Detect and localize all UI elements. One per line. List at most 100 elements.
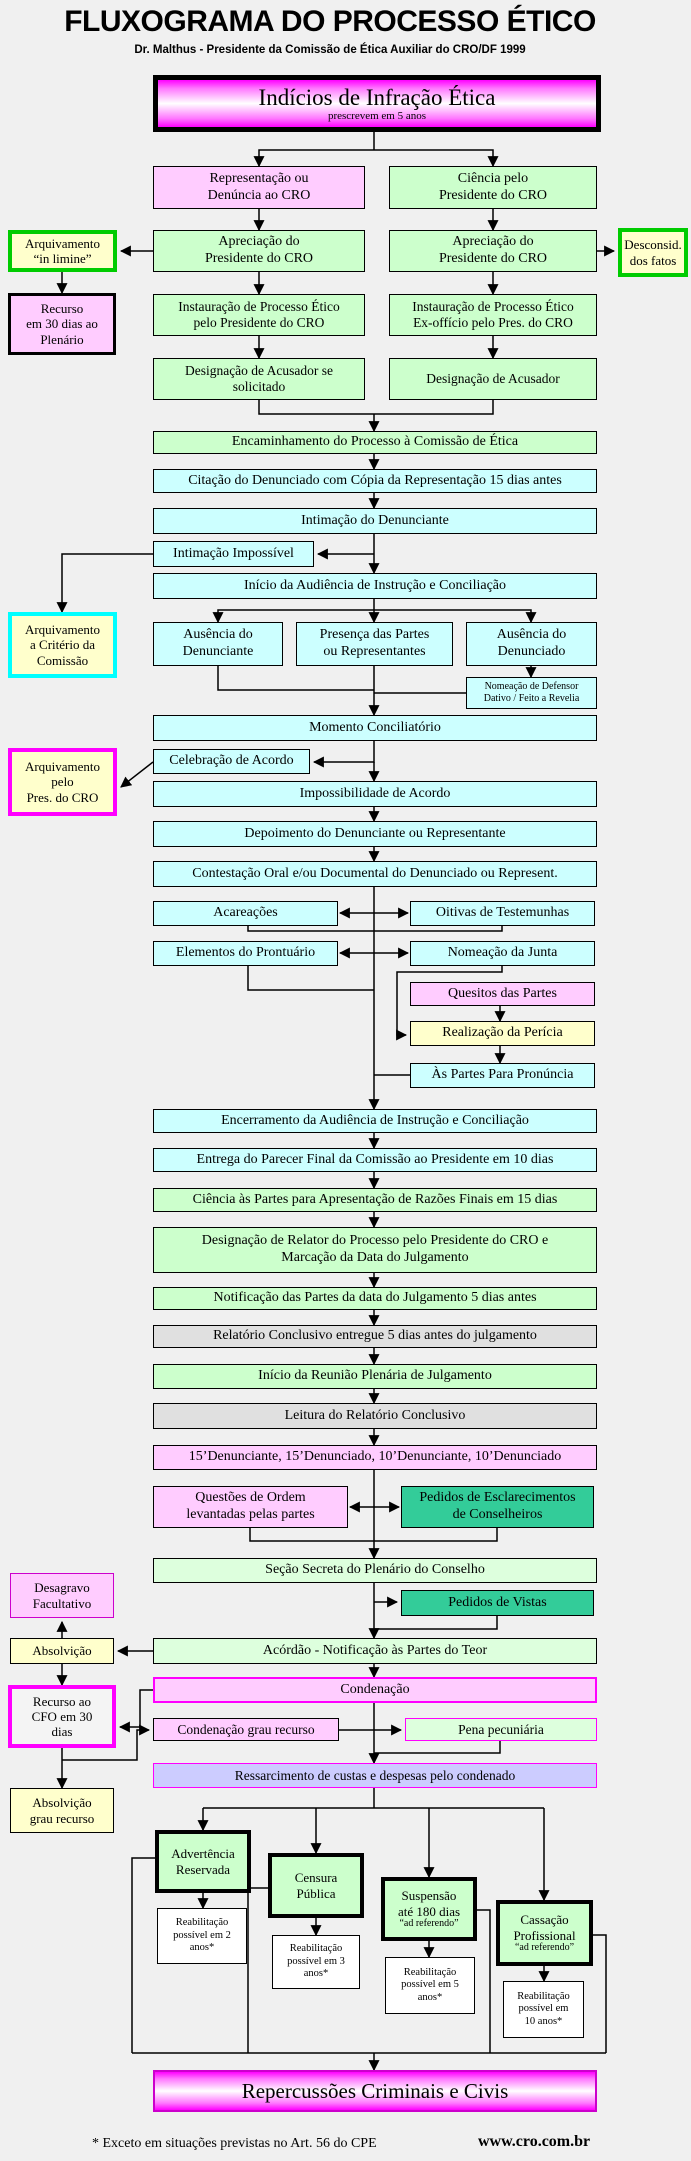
node-label: Celebração de Acordo — [169, 753, 294, 769]
node-label: Relatório Conclusivo entregue 5 dias ant… — [213, 1328, 537, 1344]
node-momento-conciliatorio: Momento Conciliatório — [153, 715, 597, 741]
node-entrega-parecer: Entrega do Parecer Final da Comissão ao … — [153, 1148, 597, 1172]
footnote: * Exceto em situações previstas no Art. … — [92, 2136, 377, 2151]
node-intimacao-denunciante: Intimação do Denunciante — [153, 508, 597, 534]
node-tempos-fala: 15’Denunciante, 15’Denunciado, 10’Denunc… — [153, 1445, 597, 1470]
node-instauracao-esq: Instauração de Processo Ético pelo Presi… — [153, 294, 365, 336]
node-designacao-relator: Designação de Relator do Processo pelo P… — [153, 1227, 597, 1273]
node-label: Instauração de Processo Ético pelo Presi… — [178, 299, 340, 330]
node-sublabel: prescrevem em 5 anos — [327, 110, 427, 123]
node-label: Às Partes Para Pronúncia — [431, 1067, 574, 1083]
node-label: Repercussões Criminais e Civis — [241, 2078, 509, 2103]
node-elementos-prontuario: Elementos do Prontuário — [153, 941, 338, 966]
node-label: Presença das Partes ou Representantes — [319, 627, 430, 659]
node-label: Absolvição — [32, 1643, 92, 1659]
node-label: Nomeação de Defensor Dativo / Feito a Re… — [483, 681, 580, 704]
node-reabilitacao-3: Reabilitação possível em 3 anos* — [272, 1935, 360, 1989]
node-reabilitacao-5: Reabilitação possível em 5 anos* — [385, 1957, 475, 2014]
node-condenacao-grau-recurso: Condenação grau recurso — [153, 1718, 339, 1741]
node-quesitos: Quesitos das Partes — [410, 982, 595, 1006]
node-label: Instauração de Processo Ético Ex-offício… — [412, 299, 574, 330]
node-label: Elementos do Prontuário — [175, 945, 316, 961]
node-label: Reabilitação possível em 10 anos* — [517, 1990, 570, 2027]
node-label: Seção Secreta do Plenário do Conselho — [265, 1562, 485, 1578]
node-arquivamento-criterio: Arquivamento a Critério da Comissão — [8, 612, 117, 678]
page-subtitle: Dr. Malthus - Presidente da Comissão de … — [134, 44, 526, 56]
node-absolvicao-grau-recurso: Absolvição grau recurso — [10, 1788, 114, 1833]
node-apreciacao-dir: Apreciação do Presidente do CRO — [389, 230, 597, 272]
node-censura: Censura Pública — [268, 1853, 364, 1918]
page-title: FLUXOGRAMA DO PROCESSO ÉTICO — [64, 5, 596, 38]
node-label: Desconsid. dos fatos — [624, 237, 682, 268]
node-label: Cassação Profissional — [513, 1912, 576, 1943]
node-as-partes-pronuncia: Às Partes Para Pronúncia — [410, 1063, 595, 1088]
node-label: Impossibilidade de Acordo — [299, 785, 451, 801]
node-label: Representação ou Denúncia ao CRO — [207, 170, 311, 203]
node-label: Recurso em 30 dias ao Plenário — [26, 301, 98, 347]
node-label: Reabilitação possível em 3 anos* — [287, 1943, 345, 1980]
node-label: Recurso ao CFO em 30 dias — [31, 1693, 93, 1740]
node-label: Acórdão - Notificação às Partes do Teor — [262, 1642, 488, 1658]
node-label: Desagravo Facultativo — [32, 1580, 92, 1611]
node-label: Reabilitação possível em 2 anos* — [173, 1917, 231, 1954]
node-label: Encerramento da Audiência de Instrução e… — [221, 1112, 529, 1128]
node-label: Encaminhamento do Processo à Comissão de… — [231, 434, 519, 450]
node-label: Depoimento do Denunciante ou Representan… — [244, 825, 506, 841]
node-label: Ausência do Denunciado — [496, 627, 567, 659]
node-relatorio-conclusivo: Relatório Conclusivo entregue 5 dias ant… — [153, 1325, 597, 1348]
node-label: Condenação — [340, 1681, 410, 1697]
node-nomeacao-defensor: Nomeação de Defensor Dativo / Feito a Re… — [466, 677, 597, 709]
node-encaminhamento: Encaminhamento do Processo à Comissão de… — [153, 431, 597, 454]
node-arquivamento-presidente: Arquivamento pelo Pres. do CRO — [8, 748, 117, 816]
node-sublabel: “ad referendo” — [514, 1942, 575, 1954]
node-label: Início da Audiência de Instrução e Conci… — [243, 577, 506, 593]
node-questoes-ordem: Questões de Ordem levantadas pelas parte… — [153, 1486, 348, 1528]
node-celebracao-acordo: Celebração de Acordo — [153, 749, 310, 774]
node-designacao-acusador: Designação de Acusador — [389, 358, 597, 400]
node-apreciacao-esq: Apreciação do Presidente do CRO — [153, 230, 365, 272]
node-label: Notificação das Partes da data do Julgam… — [213, 1290, 537, 1306]
node-ressarcimento: Ressarcimento de custas e despesas pelo … — [153, 1763, 597, 1788]
node-label: Pena pecuniária — [458, 1721, 544, 1737]
node-label: Momento Conciliatório — [309, 719, 441, 735]
node-label: Realização da Perícia — [442, 1025, 563, 1041]
node-oitivas: Oitivas de Testemunhas — [410, 901, 595, 926]
node-label: Acareações — [213, 905, 278, 921]
node-label: Contestação Oral e/ou Documental do Denu… — [192, 865, 558, 881]
node-encerramento: Encerramento da Audiência de Instrução e… — [153, 1109, 597, 1133]
node-suspensao: Suspensão até 180 dias“ad referendo” — [381, 1877, 477, 1941]
node-designacao-acusador-solicitado: Designação de Acusador se solicitado — [153, 358, 365, 400]
node-label: Oitivas de Testemunhas — [435, 905, 570, 921]
node-reabilitacao-10: Reabilitação possível em 10 anos* — [503, 1981, 584, 2038]
node-ausencia-denunciado: Ausência do Denunciado — [466, 622, 597, 666]
node-label: Intimação do Denunciante — [301, 512, 449, 528]
node-absolvicao: Absolvição — [10, 1638, 114, 1664]
node-pedidos-esclarecimentos: Pedidos de Esclarecimentos de Conselheir… — [401, 1486, 594, 1528]
node-label: Condenação grau recurso — [177, 1721, 315, 1737]
node-label: Intimação Impossível — [173, 545, 294, 561]
node-label: Citação do Denunciado com Cópia da Repre… — [188, 472, 562, 488]
node-presenca-partes: Presença das Partes ou Representantes — [296, 622, 453, 666]
node-recurso-plenario: Recurso em 30 dias ao Plenário — [8, 293, 116, 355]
node-label: Pedidos de Vistas — [448, 1594, 547, 1610]
node-label: Reabilitação possível em 5 anos* — [401, 1966, 459, 2003]
node-label: Apreciação do Presidente do CRO — [204, 234, 314, 266]
node-label: Entrega do Parecer Final da Comissão ao … — [196, 1151, 554, 1167]
node-sublabel: “ad referendo” — [399, 1918, 459, 1930]
node-leitura-relatorio: Leitura do Relatório Conclusivo — [153, 1403, 597, 1429]
node-intimacao-impossivel: Intimação Impossível — [153, 541, 314, 567]
node-label: Quesitos das Partes — [448, 985, 557, 1001]
node-pericia: Realização da Perícia — [410, 1021, 595, 1046]
node-acordao: Acórdão - Notificação às Partes do Teor — [153, 1638, 597, 1664]
node-label: Arquivamento “in limine” — [24, 235, 101, 266]
node-label: Indícios de Infração Ética — [258, 85, 496, 111]
node-representacao: Representação ou Denúncia ao CRO — [153, 166, 365, 209]
node-label: Censura Pública — [294, 1870, 338, 1901]
node-nomeacao-junta: Nomeação da Junta — [410, 941, 595, 966]
node-reabilitacao-2: Reabilitação possível em 2 anos* — [157, 1908, 247, 1964]
node-citacao: Citação do Denunciado com Cópia da Repre… — [153, 469, 597, 493]
node-label: Designação de Relator do Processo pelo P… — [201, 1233, 549, 1265]
node-instauracao-dir: Instauração de Processo Ético Ex-offício… — [389, 294, 597, 336]
node-label: Ciência às Partes para Apresentação de R… — [192, 1191, 558, 1207]
